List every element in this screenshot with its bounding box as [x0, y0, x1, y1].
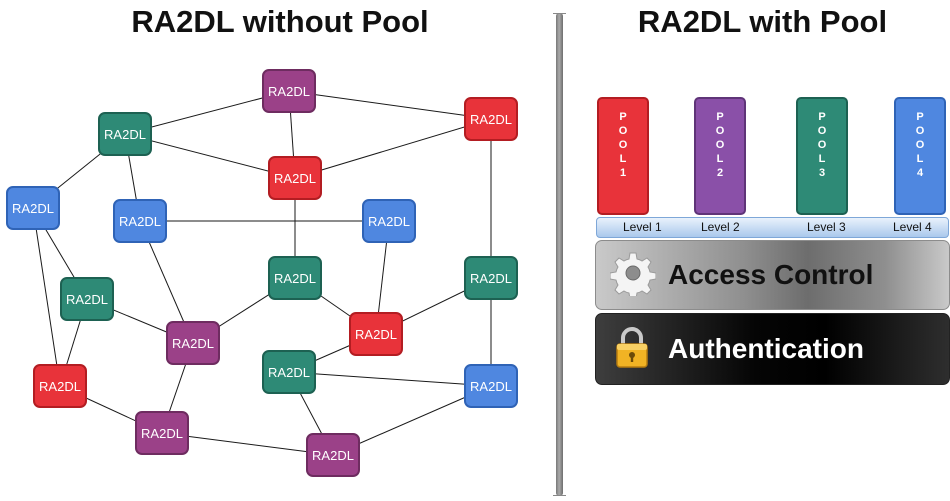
level-bar: Level 1 Level 2 Level 3 Level 4 — [596, 217, 949, 238]
level-label: Level 1 — [623, 220, 662, 234]
graph-edge — [124, 90, 290, 135]
ra2dl-node-blue: RA2DL — [464, 364, 518, 408]
authentication-layer: Authentication — [595, 313, 950, 385]
ra2dl-node-purple: RA2DL — [306, 433, 360, 477]
ra2dl-node-red: RA2DL — [349, 312, 403, 356]
level-label: Level 4 — [893, 220, 932, 234]
ra2dl-node-red: RA2DL — [464, 97, 518, 141]
ra2dl-node-red: RA2DL — [33, 364, 87, 408]
ra2dl-node-purple: RA2DL — [135, 411, 189, 455]
ra2dl-node-blue: RA2DL — [362, 199, 416, 243]
pool-3: POOL3 — [796, 97, 848, 215]
pool-label: POOL3 — [817, 111, 827, 179]
ra2dl-node-teal: RA2DL — [464, 256, 518, 300]
graph-edge — [124, 133, 296, 179]
ra2dl-node-teal: RA2DL — [98, 112, 152, 156]
panel-divider — [553, 13, 566, 496]
level-label: Level 3 — [807, 220, 846, 234]
access-control-label: Access Control — [668, 259, 874, 290]
right-panel-title: RA2DL with Pool — [637, 4, 888, 39]
pool-label: POOL1 — [618, 111, 628, 179]
ra2dl-node-purple: RA2DL — [166, 321, 220, 365]
ra2dl-node-teal: RA2DL — [262, 350, 316, 394]
graph-edge — [32, 207, 61, 387]
ra2dl-node-blue: RA2DL — [6, 186, 60, 230]
padlock-icon — [612, 325, 652, 374]
pool-label: POOL2 — [715, 111, 725, 179]
ra2dl-node-teal: RA2DL — [60, 277, 114, 321]
graph-edge — [288, 90, 492, 120]
left-panel-title: RA2DL without Pool — [131, 4, 429, 39]
pool-1: POOL1 — [597, 97, 649, 215]
ra2dl-node-blue: RA2DL — [113, 199, 167, 243]
pool-label: POOL4 — [915, 111, 925, 179]
authentication-label: Authentication — [668, 333, 864, 364]
gear-icon — [609, 250, 657, 301]
graph-edge — [288, 371, 492, 387]
pool-2: POOL2 — [694, 97, 746, 215]
access-control-layer: Access Control — [595, 240, 950, 310]
ra2dl-node-purple: RA2DL — [262, 69, 316, 113]
network-graph: RA2DL RA2DL RA2DL RA2DL RA2DL RA2DL RA2DL RA2DL… — [6, 69, 518, 477]
pool-4: POOL4 — [894, 97, 946, 215]
graph-edge — [161, 432, 334, 456]
level-label: Level 2 — [701, 220, 740, 234]
ra2dl-node-teal: RA2DL — [268, 256, 322, 300]
graph-edge — [294, 118, 492, 179]
ra2dl-node-red: RA2DL — [268, 156, 322, 200]
